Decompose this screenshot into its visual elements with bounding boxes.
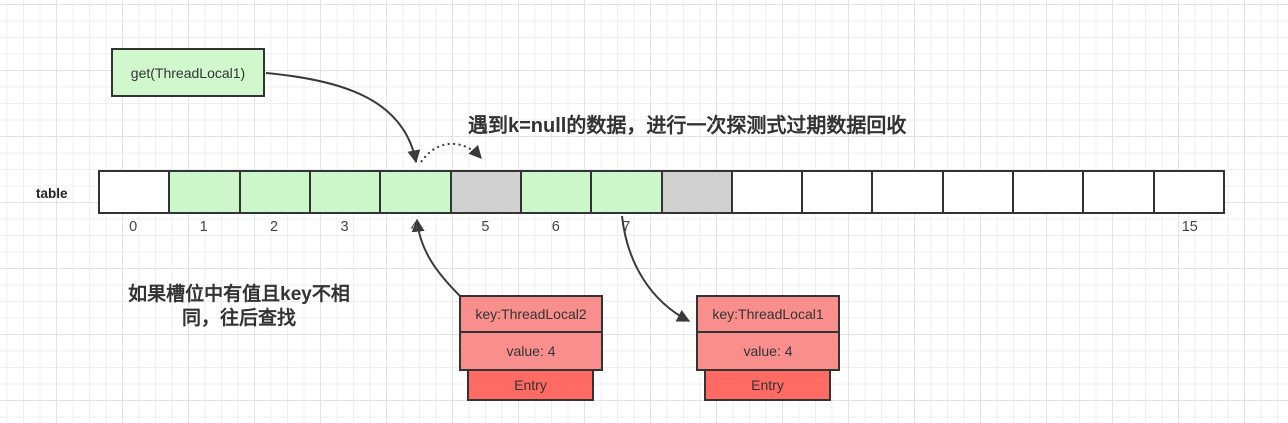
entry-value-row: value: 4 bbox=[459, 333, 603, 371]
slot-index-label-5: 5 bbox=[481, 219, 490, 235]
slot-index-label-15: 15 bbox=[1181, 219, 1198, 235]
slot-index-label-4: 4 bbox=[410, 219, 419, 235]
slot-index-label-1: 1 bbox=[199, 219, 208, 235]
table-slot-1 bbox=[170, 172, 241, 212]
table-slot-5 bbox=[451, 172, 522, 212]
arrow-probe-slot4-to-slot5-dotted bbox=[420, 142, 482, 163]
slot-index-label-14 bbox=[1084, 219, 1154, 235]
table-slot-7 bbox=[592, 172, 663, 212]
slot-index-row: 0 1 2 3 4 5 6 7 15 bbox=[98, 219, 1225, 235]
table-label: table bbox=[36, 186, 68, 201]
table-slot-15 bbox=[1154, 172, 1223, 212]
table-slot-11 bbox=[873, 172, 944, 212]
table-slot-14 bbox=[1084, 172, 1155, 212]
table-slot-4 bbox=[381, 172, 452, 212]
entry-key-row: key:ThreadLocal2 bbox=[459, 295, 603, 333]
table-slot-13 bbox=[1014, 172, 1085, 212]
table-slot-8 bbox=[662, 172, 733, 212]
entry-box-threadlocal2: key:ThreadLocal2 value: 4 Entry bbox=[459, 295, 603, 401]
entry-value-row: value: 4 bbox=[696, 333, 840, 371]
slot-index-label-13 bbox=[1014, 219, 1084, 235]
expired-cleanup-note: 遇到k=null的数据，进行一次探测式过期数据回收 bbox=[468, 115, 907, 137]
get-threadlocal-label: get(ThreadLocal1) bbox=[130, 64, 246, 81]
linear-probe-note-line1: 如果槽位中有值且key不相 bbox=[128, 284, 350, 305]
hash-table-array bbox=[98, 170, 1225, 214]
slot-index-label-7: 7 bbox=[622, 219, 631, 235]
arrow-get-to-slot4 bbox=[265, 72, 421, 164]
entry-type-label: Entry bbox=[704, 371, 831, 401]
table-slot-10 bbox=[803, 172, 874, 212]
entry-type-label: Entry bbox=[467, 371, 594, 401]
linear-probe-note: 如果槽位中有值且key不相 同，往后查找 bbox=[103, 283, 375, 331]
slot-index-label-8 bbox=[662, 219, 732, 235]
linear-probe-note-line2: 同，往后查找 bbox=[181, 308, 296, 329]
slot-index-label-3: 3 bbox=[340, 219, 349, 235]
table-slot-2 bbox=[240, 172, 311, 212]
entry-box-threadlocal1: key:ThreadLocal1 value: 4 Entry bbox=[696, 295, 840, 401]
slot-index-label-0: 0 bbox=[129, 219, 138, 235]
slot-index-label-9 bbox=[732, 219, 802, 235]
slot-index-label-12 bbox=[943, 219, 1013, 235]
table-slot-12 bbox=[943, 172, 1015, 212]
table-slot-9 bbox=[732, 172, 804, 212]
get-threadlocal-box: get(ThreadLocal1) bbox=[111, 48, 265, 97]
slot-index-label-2: 2 bbox=[270, 219, 279, 235]
table-slot-0 bbox=[100, 172, 171, 212]
slot-index-label-10 bbox=[802, 219, 872, 235]
table-slot-6 bbox=[521, 172, 593, 212]
slot-index-label-6: 6 bbox=[551, 219, 560, 235]
entry-key-row: key:ThreadLocal1 bbox=[696, 295, 840, 333]
slot-index-label-11 bbox=[873, 219, 943, 235]
table-slot-3 bbox=[310, 172, 382, 212]
